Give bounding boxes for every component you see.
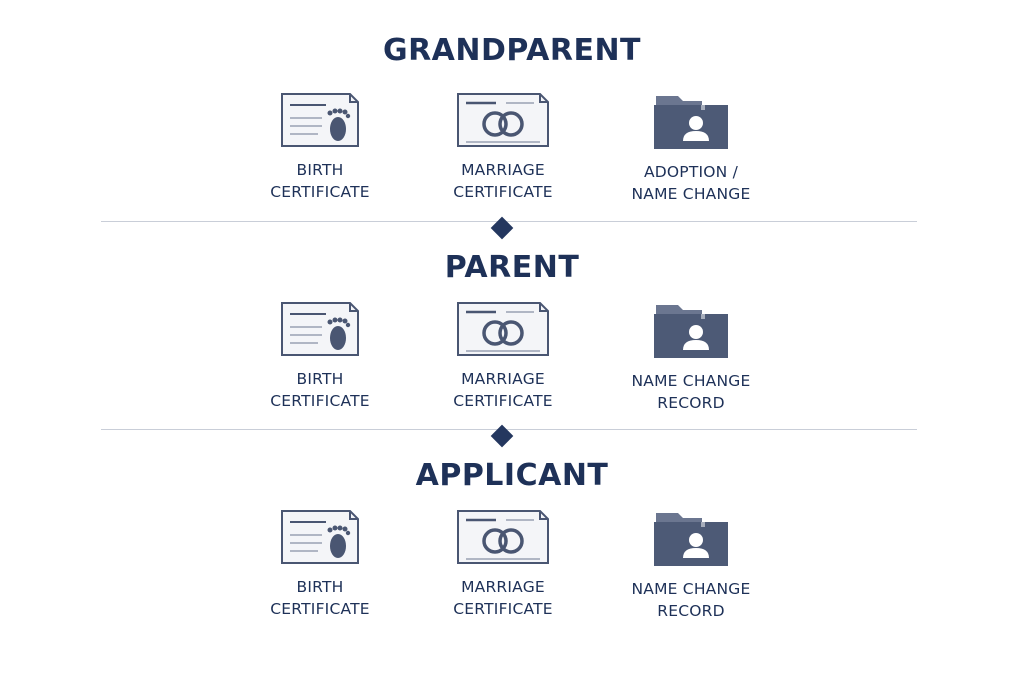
birth-certificate-icon <box>281 302 359 356</box>
doc-label: NAME CHANGE RECORD <box>631 372 751 412</box>
marriage-certificate-icon <box>457 510 549 564</box>
doc-marriage-certificate: MARRIAGE CERTIFICATE <box>423 508 583 620</box>
tier-title-grandparent: GRANDPARENT <box>382 33 642 68</box>
doc-birth-certificate: BIRTH CERTIFICATE <box>240 508 400 620</box>
doc-label: MARRIAGE CERTIFICATE <box>453 578 553 618</box>
folder-person-icon <box>654 96 728 149</box>
doc-label: MARRIAGE CERTIFICATE <box>453 370 553 410</box>
doc-name-change-record: NAME CHANGE RECORD <box>611 508 771 622</box>
doc-marriage-certificate: MARRIAGE CERTIFICATE <box>423 91 583 203</box>
doc-birth-certificate: BIRTH CERTIFICATE <box>240 300 400 412</box>
doc-label: BIRTH CERTIFICATE <box>270 370 370 410</box>
doc-birth-certificate: BIRTH CERTIFICATE <box>240 91 400 203</box>
doc-label: NAME CHANGE RECORD <box>631 580 751 620</box>
folder-person-icon <box>654 305 728 358</box>
birth-certificate-icon <box>281 510 359 564</box>
tier-title-parent: PARENT <box>444 250 580 285</box>
doc-label: MARRIAGE CERTIFICATE <box>453 161 553 201</box>
doc-label: BIRTH CERTIFICATE <box>270 161 370 201</box>
separator-line <box>101 221 917 222</box>
birth-certificate-icon <box>281 93 359 147</box>
doc-label: BIRTH CERTIFICATE <box>270 578 370 618</box>
doc-adoption-name-change: ADOPTION / NAME CHANGE <box>611 91 771 205</box>
doc-name-change-record: NAME CHANGE RECORD <box>611 300 771 414</box>
tier-title-applicant: APPLICANT <box>415 458 609 493</box>
separator-line <box>101 429 917 430</box>
marriage-certificate-icon <box>457 302 549 356</box>
doc-label: ADOPTION / NAME CHANGE <box>631 163 751 203</box>
folder-person-icon <box>654 513 728 566</box>
marriage-certificate-icon <box>457 93 549 147</box>
doc-marriage-certificate: MARRIAGE CERTIFICATE <box>423 300 583 412</box>
